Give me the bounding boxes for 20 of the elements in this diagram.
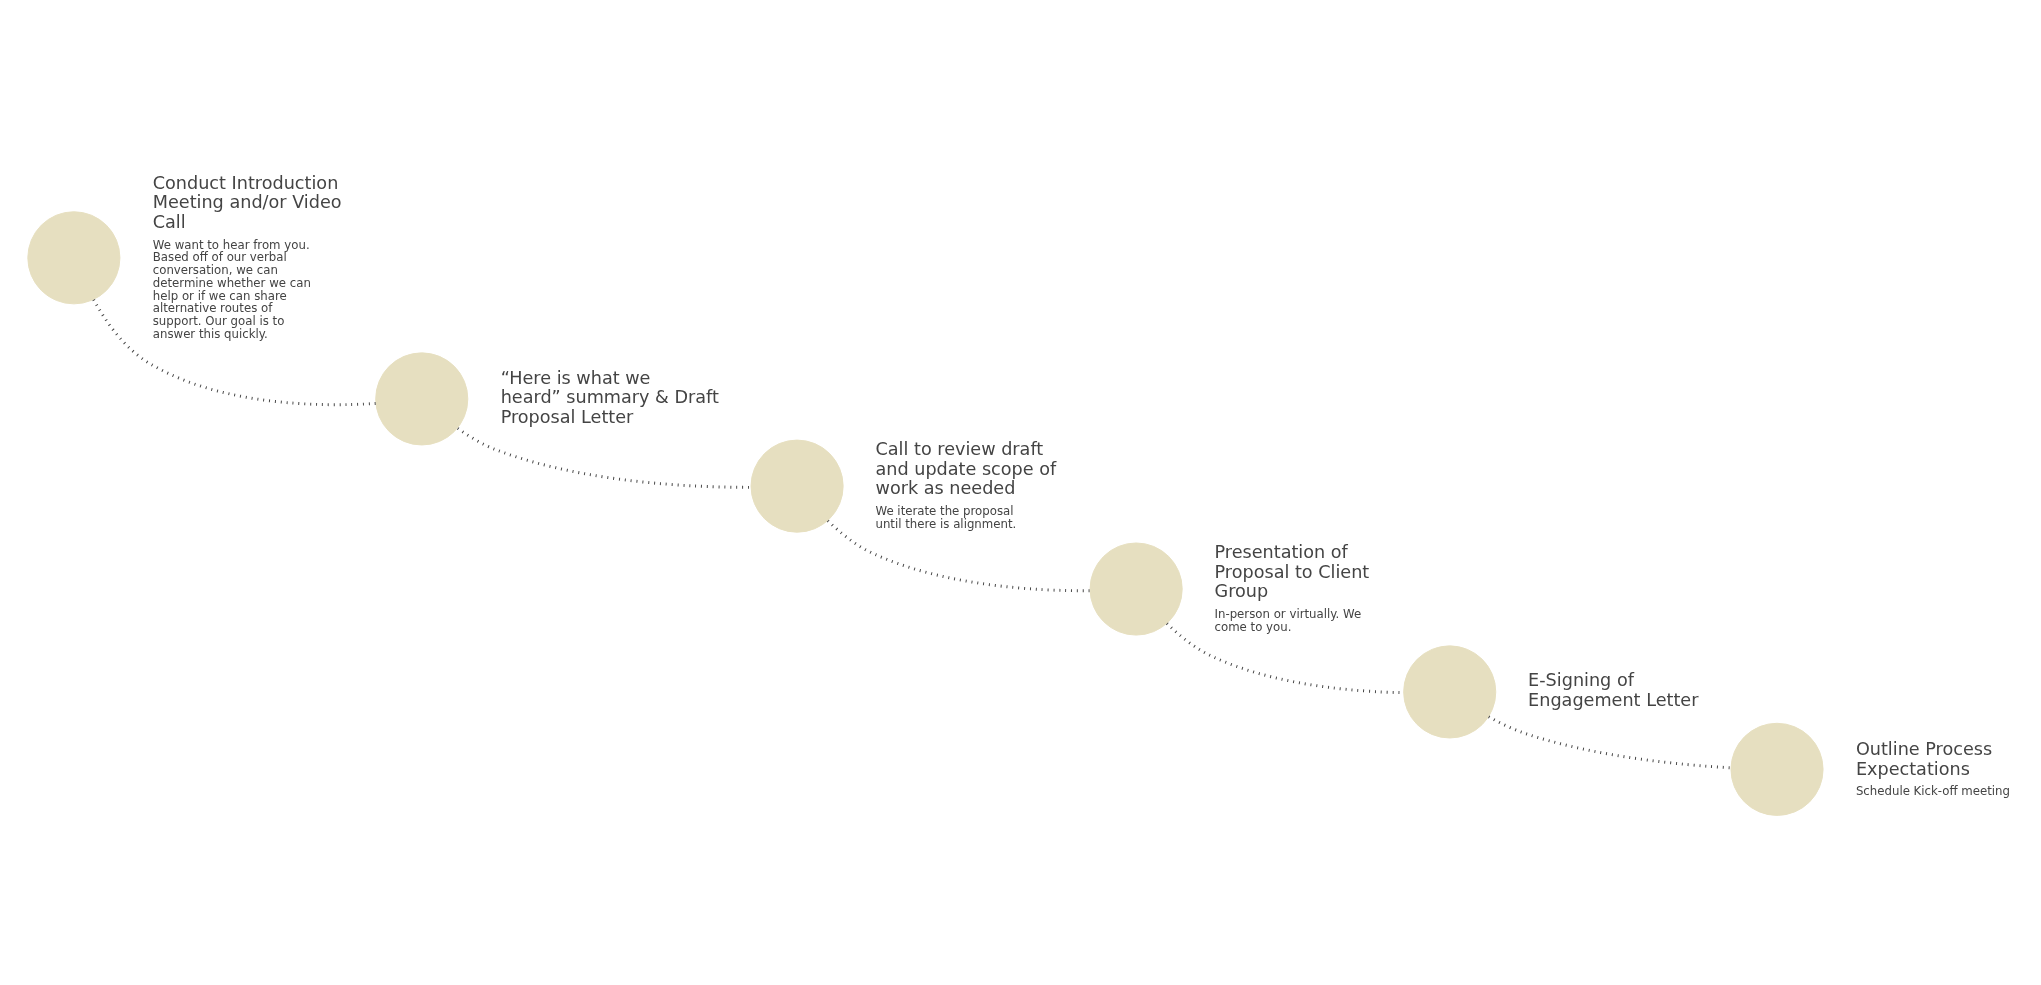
connector bbox=[1488, 714, 1731, 769]
node-label: Call to review draft and update scope of work as needed bbox=[875, 438, 1057, 498]
node-circle bbox=[1730, 722, 1824, 816]
connector bbox=[92, 298, 376, 406]
node-label: We want to hear from you. Based off of our verbal conversation, we can determine whether we can help or if we can share alternative routes of support. Our goal is to answer this quickly. bbox=[152, 237, 311, 341]
node-circle bbox=[1403, 644, 1497, 738]
connector bbox=[826, 519, 1090, 592]
connector bbox=[456, 426, 751, 489]
node-label: E-Signing of Engagement Letter bbox=[1528, 669, 1699, 710]
node-label: Conduct Introduction Meeting and/or Video Call bbox=[152, 172, 342, 232]
node-label: In-person or virtually. We come to you. bbox=[1214, 606, 1362, 634]
node-label: “Here is what we heard” summary & Draft Proposal Letter bbox=[500, 367, 719, 427]
node-label: Outline Process Expectations bbox=[1855, 738, 1993, 779]
node-circle bbox=[750, 439, 844, 533]
node-circle bbox=[1089, 542, 1183, 636]
node-circle bbox=[375, 351, 469, 445]
node-label: Presentation of Proposal to Client Group bbox=[1214, 541, 1370, 601]
node-label: We iterate the proposal until there is alignment. bbox=[875, 503, 1017, 531]
node-circle bbox=[27, 210, 121, 304]
node-label: Schedule Kick-off meeting bbox=[1855, 783, 2011, 798]
